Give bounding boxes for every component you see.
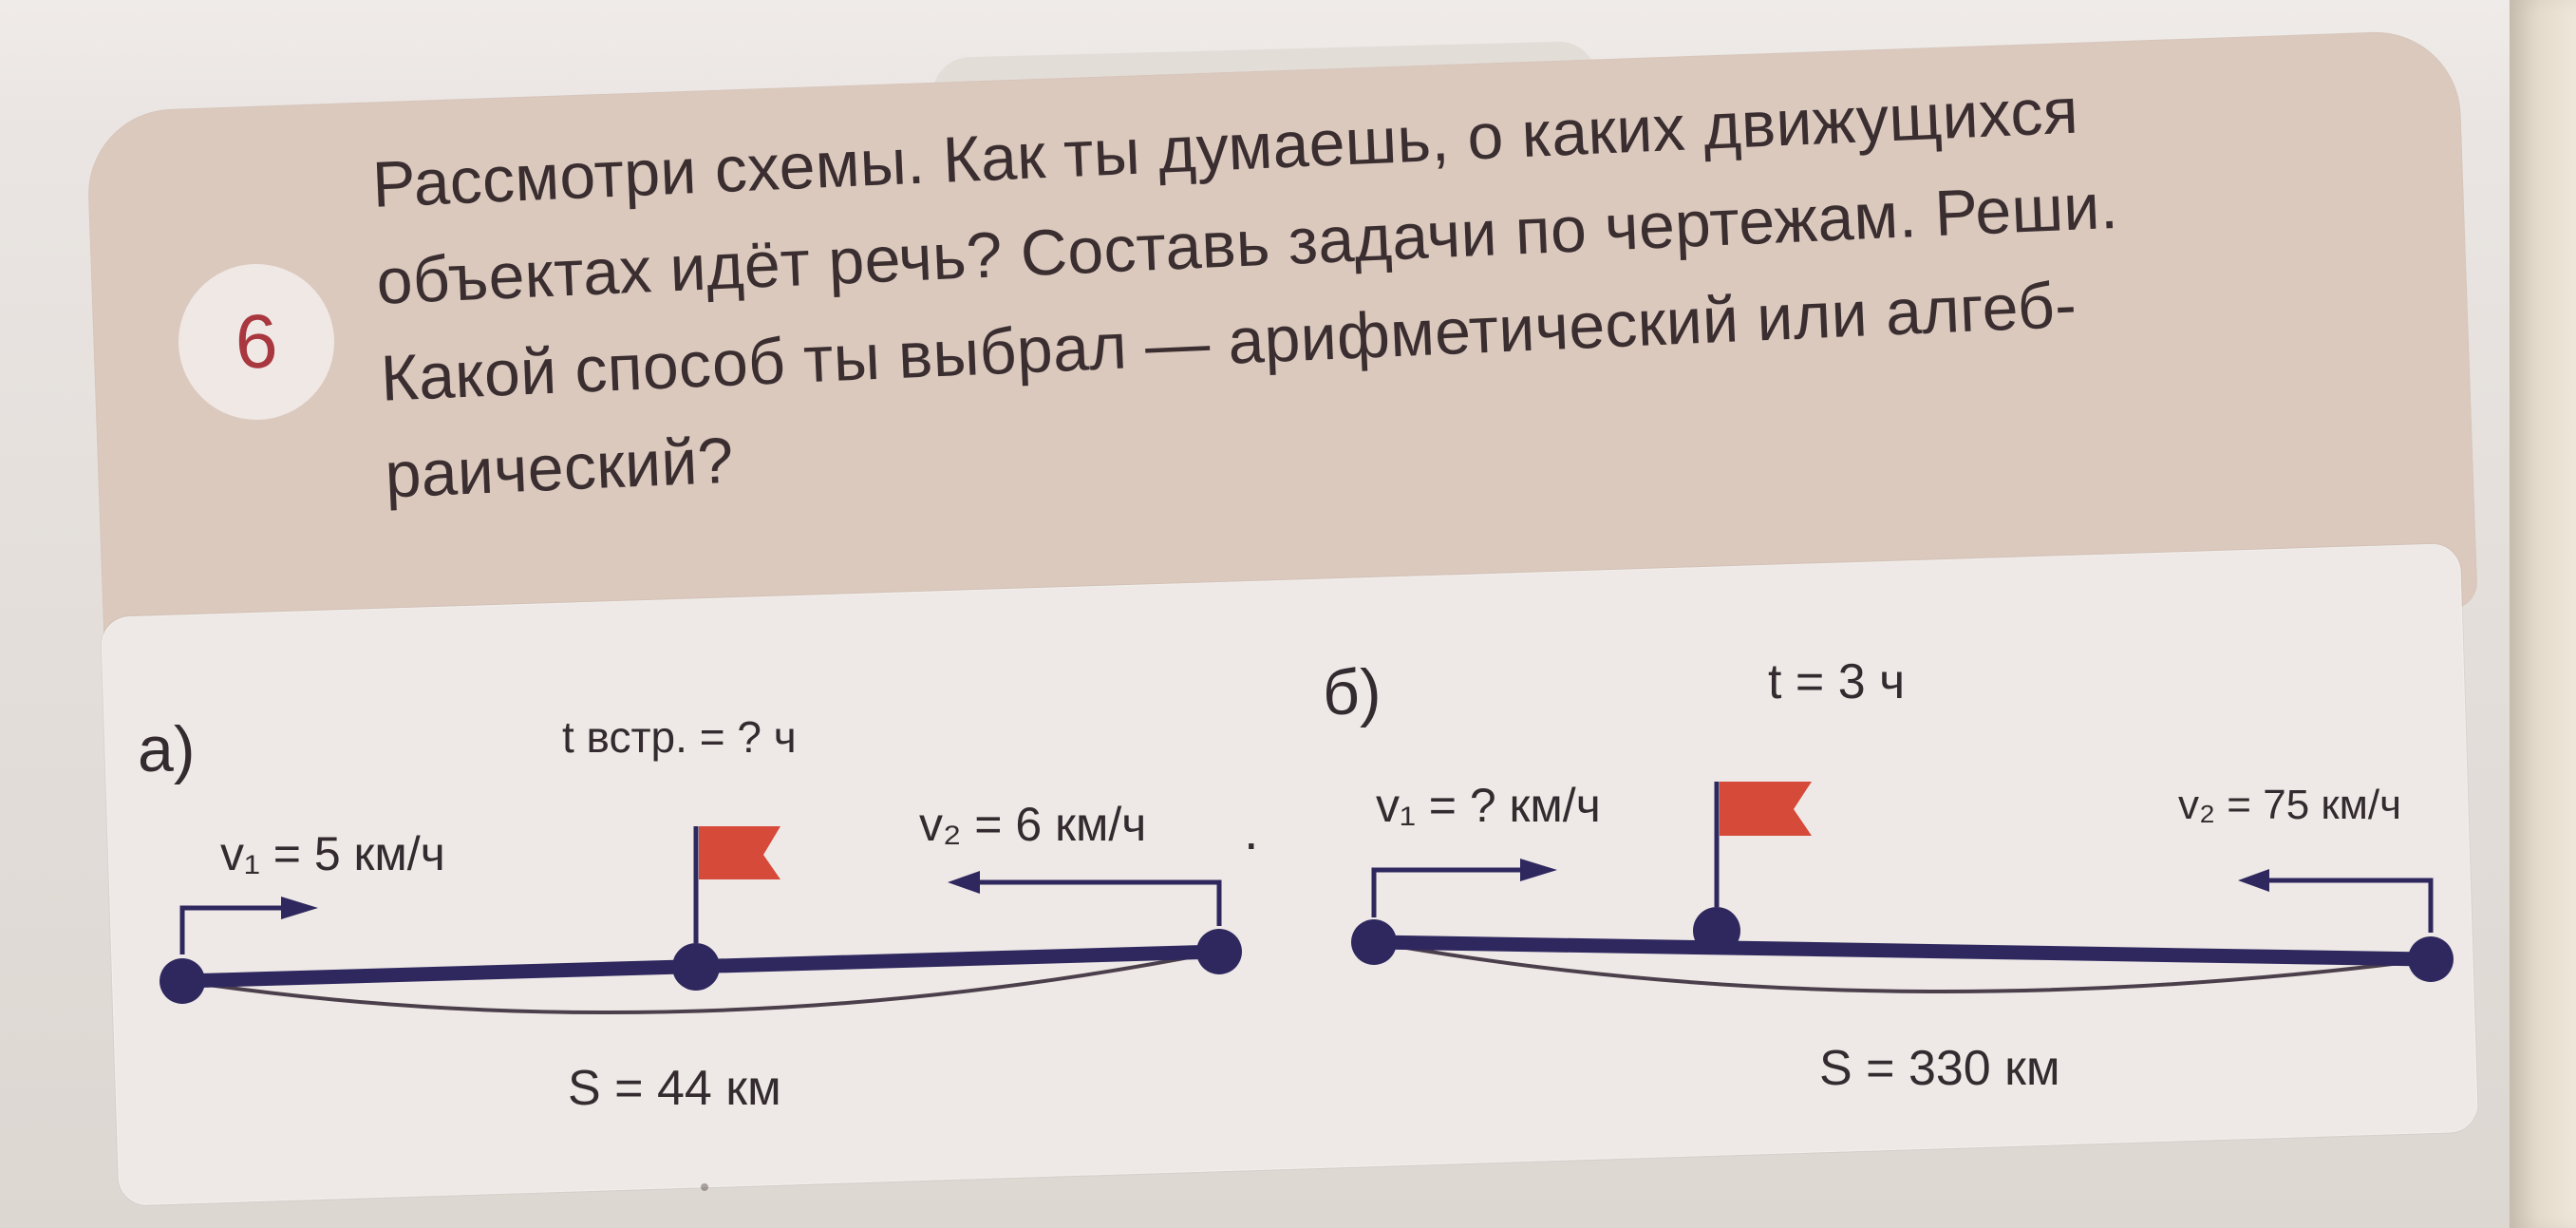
page-edge [2510, 0, 2576, 1228]
diagram-panel [101, 542, 2479, 1206]
page-mark [701, 1183, 708, 1191]
